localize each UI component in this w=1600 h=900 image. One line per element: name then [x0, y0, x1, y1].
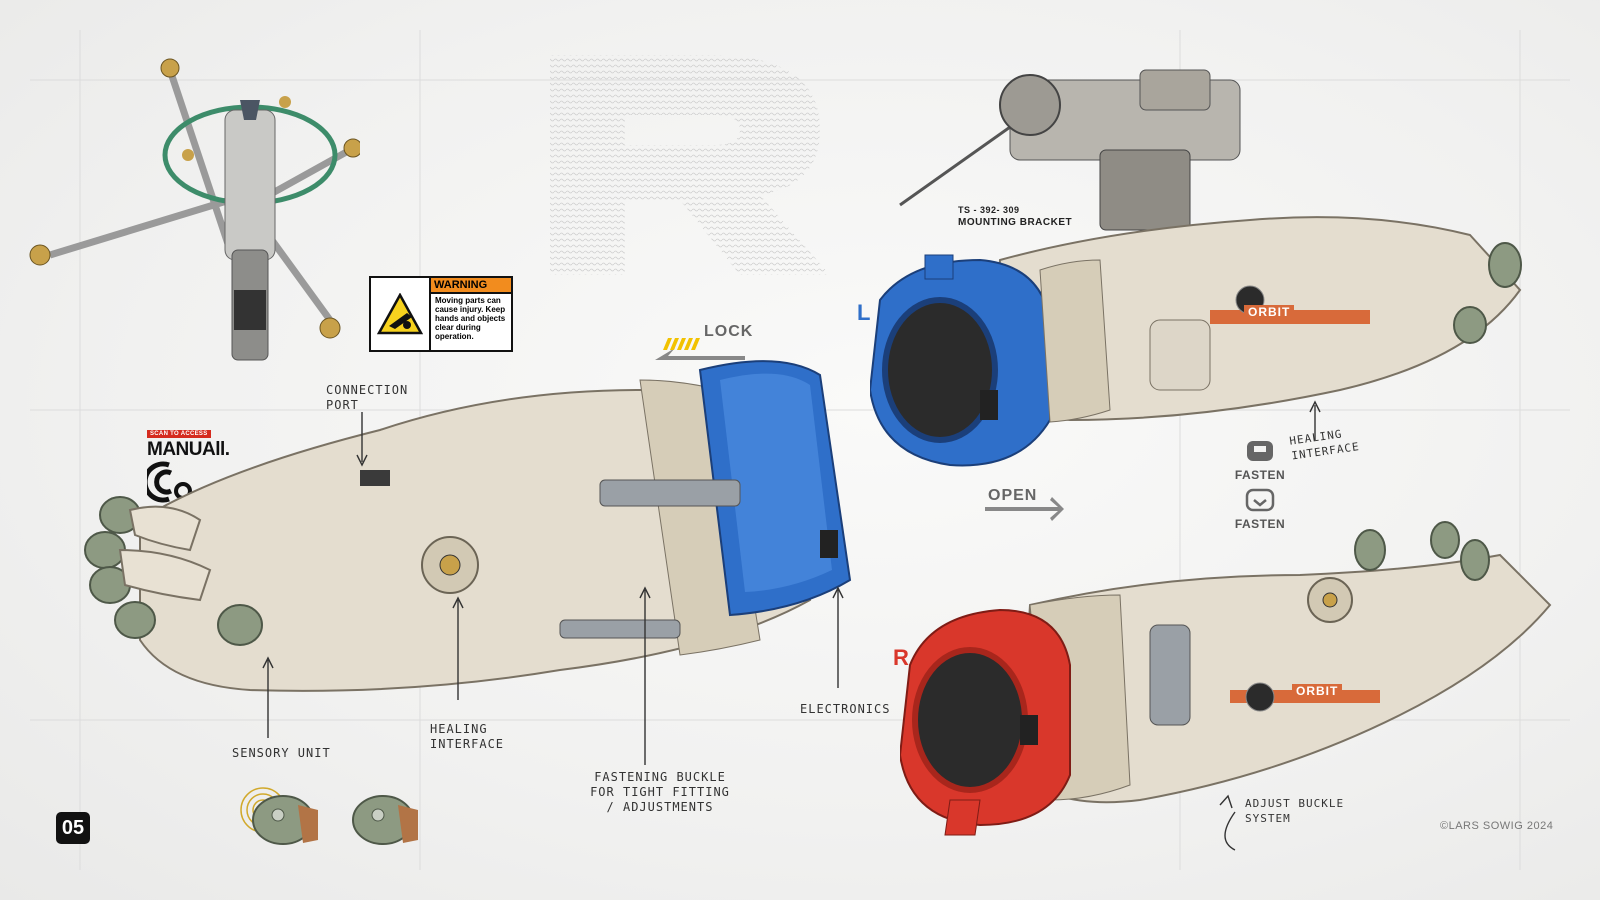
- fasten-open-icon: [1245, 488, 1275, 512]
- label-sensory-unit: SENSORY UNIT: [232, 746, 331, 760]
- manual-word: MANUAll.: [147, 439, 230, 460]
- open-label: OPEN: [988, 487, 1038, 504]
- sleeve-brand-right: ORBIT: [1292, 684, 1343, 698]
- left-glove-illustration: [84, 360, 852, 692]
- fasten-closed: FASTEN: [1232, 438, 1288, 482]
- fasten-open: FASTEN: [1232, 487, 1288, 531]
- r-contour-watermark: [550, 55, 830, 275]
- fasten-closed-label: FASTEN: [1234, 468, 1286, 482]
- artist-credit: ©LARS SOWIG 2024: [1440, 820, 1554, 832]
- page-number: 05: [56, 812, 90, 844]
- lock-label: LOCK: [704, 323, 754, 340]
- label-electronics: ELECTRONICS: [800, 702, 891, 716]
- fasten-open-label: FASTEN: [1234, 517, 1286, 531]
- sensor-tip-variants: [240, 787, 418, 845]
- label-adjust-buckle: ADJUST BUCKLE SYSTEM: [1245, 797, 1345, 825]
- sleeve-brand-left: ORBIT: [1244, 305, 1295, 319]
- label-connection-port: CONNECTION PORT: [326, 383, 409, 412]
- tripod-mount-device: [29, 58, 360, 361]
- fasten-closed-icon: [1247, 441, 1273, 461]
- right-sleeve: [900, 521, 1552, 836]
- label-healing-interface-left: HEALING INTERFACE: [430, 722, 505, 751]
- warning-text: Moving parts can cause injury. Keep hand…: [435, 296, 506, 341]
- label-part-number: TS - 392- 309: [958, 205, 1020, 215]
- warning-hand-crush-icon: [377, 293, 423, 335]
- label-fastening-buckle: FASTENING BUCKLE FOR TIGHT FITTING / ADJ…: [590, 770, 730, 814]
- label-mounting-bracket: MOUNTING BRACKET: [958, 217, 1073, 228]
- manual-scan-tag: SCAN TO ACCESS: [147, 430, 211, 438]
- left-side-marker: L: [857, 300, 871, 325]
- warning-title: WARNING: [431, 278, 511, 294]
- warning-sticker: WARNING Moving parts can cause injury. K…: [369, 276, 513, 352]
- right-side-marker: R: [893, 645, 909, 670]
